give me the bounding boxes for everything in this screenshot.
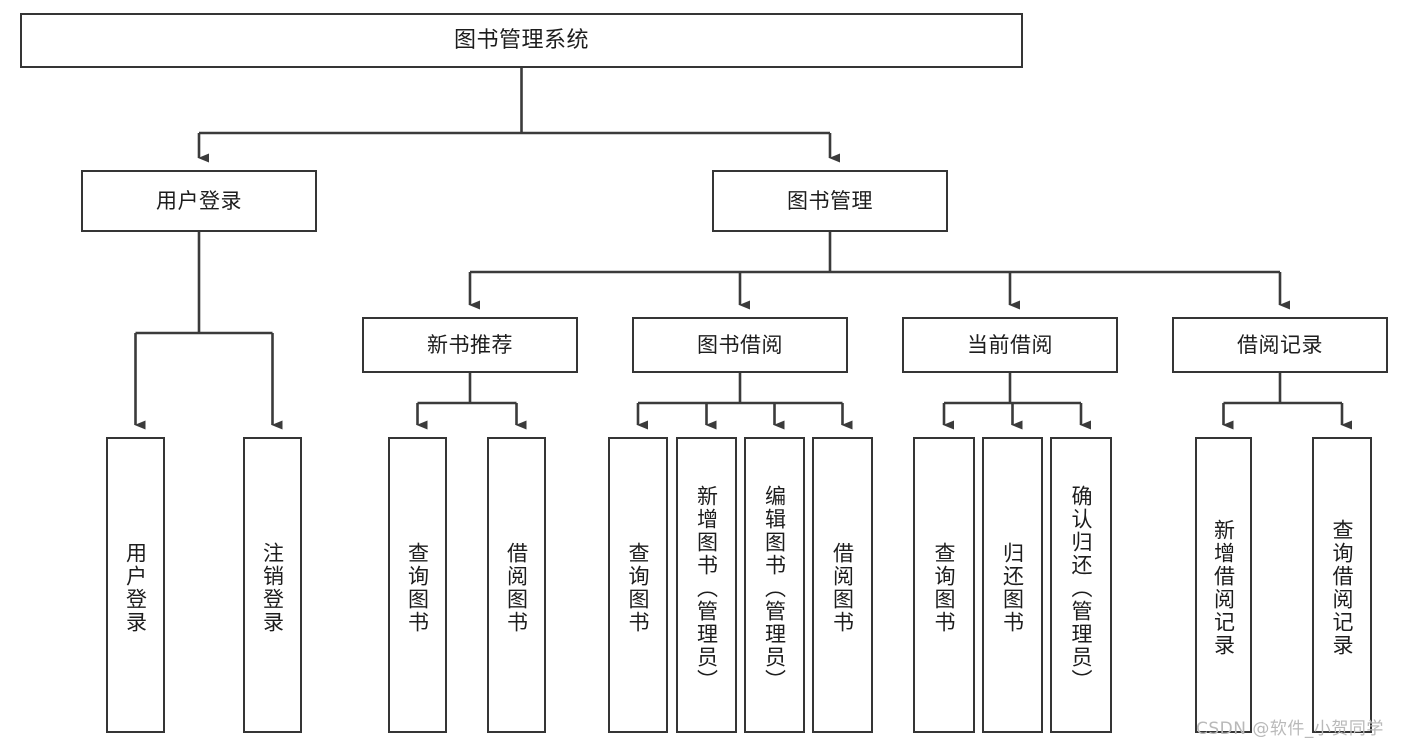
node-label: 查询借阅记录 (1330, 519, 1355, 657)
node-label: 归还图书 (1000, 542, 1025, 634)
leaf-confirm-return[interactable]: 确认归还（管理员） (1050, 437, 1112, 733)
leaf-query-book-rec[interactable]: 查询图书 (388, 437, 447, 733)
node-label: 查询图书 (932, 542, 957, 634)
leaf-query-book[interactable]: 查询图书 (608, 437, 668, 733)
leaf-add-record[interactable]: 新增借阅记录 (1195, 437, 1252, 733)
node-label: 当前借阅 (967, 332, 1053, 357)
node-label: 查询图书 (405, 542, 430, 634)
node-root-book-management-system[interactable]: 图书管理系统 (20, 13, 1023, 68)
node-label: 新书推荐 (427, 332, 513, 357)
node-label: 借阅图书 (504, 542, 529, 634)
node-borrowing-records[interactable]: 借阅记录 (1172, 317, 1388, 373)
node-label: 图书管理系统 (453, 27, 589, 53)
node-label: 编辑图书（管理员） (762, 484, 787, 692)
leaf-return-book[interactable]: 归还图书 (982, 437, 1043, 733)
node-label: 图书管理 (787, 188, 873, 213)
node-label: 图书借阅 (697, 332, 783, 357)
leaf-edit-book[interactable]: 编辑图书（管理员） (744, 437, 805, 733)
leaf-query-record[interactable]: 查询借阅记录 (1312, 437, 1372, 733)
node-label: 用户登录 (123, 542, 148, 634)
leaf-borrow-book[interactable]: 借阅图书 (812, 437, 873, 733)
leaf-user-login[interactable]: 用户登录 (106, 437, 165, 733)
node-label: 用户登录 (156, 188, 242, 213)
node-new-book-recommendation[interactable]: 新书推荐 (362, 317, 578, 373)
node-label: 注销登录 (260, 542, 285, 634)
leaf-add-book[interactable]: 新增图书（管理员） (676, 437, 737, 733)
leaf-query-book-cur[interactable]: 查询图书 (913, 437, 975, 733)
node-label: 确认归还（管理员） (1069, 484, 1094, 692)
leaf-logout[interactable]: 注销登录 (243, 437, 302, 733)
node-user-login[interactable]: 用户登录 (81, 170, 317, 232)
csdn-watermark: CSDN @软件_小贺同学 (1196, 719, 1384, 739)
node-label: 借阅记录 (1237, 332, 1323, 357)
node-label: 查询图书 (626, 542, 651, 634)
node-book-management[interactable]: 图书管理 (712, 170, 948, 232)
node-label: 新增图书（管理员） (694, 484, 719, 692)
node-label: 借阅图书 (830, 542, 855, 634)
node-label: 新增借阅记录 (1211, 519, 1236, 657)
node-book-borrowing[interactable]: 图书借阅 (632, 317, 848, 373)
node-current-borrowing[interactable]: 当前借阅 (902, 317, 1118, 373)
leaf-borrow-book-rec[interactable]: 借阅图书 (487, 437, 546, 733)
